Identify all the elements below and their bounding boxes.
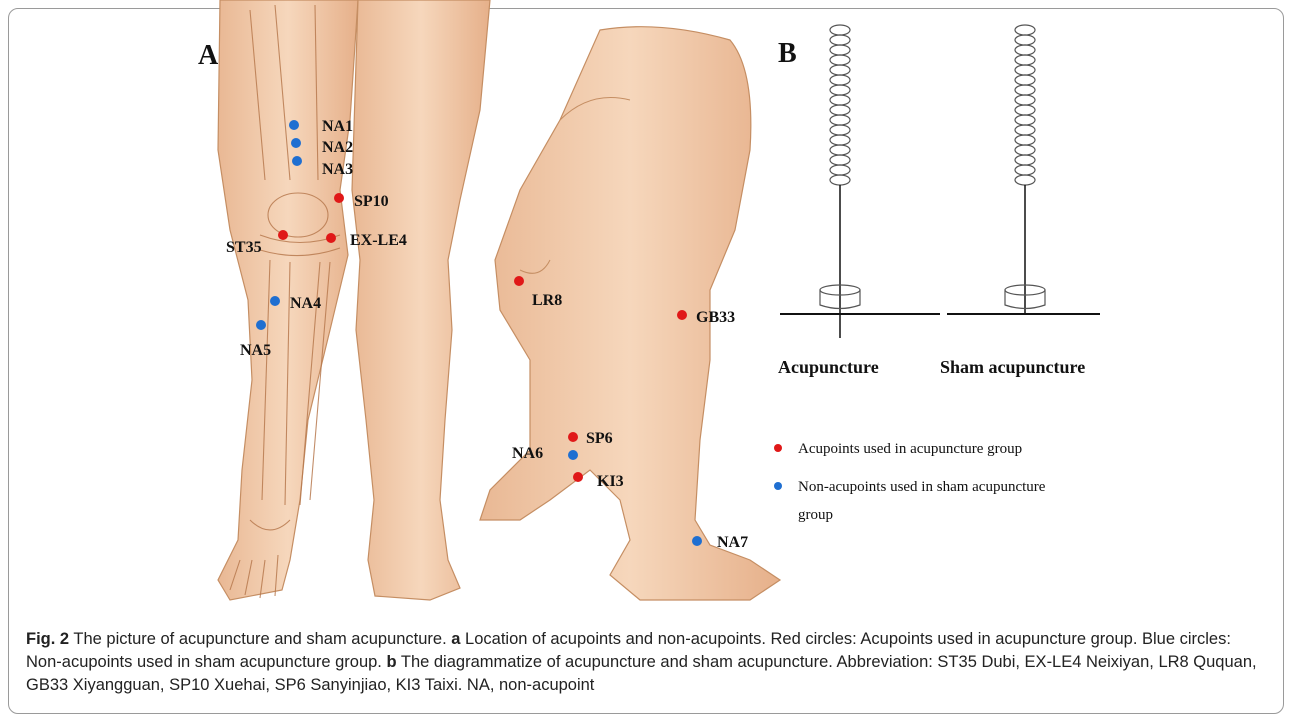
figure-caption: Fig. 2 The picture of acupuncture and sh… [26, 628, 1266, 697]
acupoint-na2-label: NA2 [322, 139, 353, 156]
legend-red-dot [774, 444, 782, 452]
acupoint-na5-dot [256, 320, 266, 330]
needle-handle-coil [1015, 25, 1035, 185]
acupoint-na6-dot [568, 450, 578, 460]
acupoint-na3-label: NA3 [322, 161, 353, 178]
acupoint-na6-label: NA6 [512, 445, 543, 462]
acupoint-exle4-label: EX-LE4 [350, 232, 407, 249]
figure-svg: NA1 NA2 NA3 SP10 ST35 EX-LE4 NA4 NA5 LR8… [190, 0, 1292, 610]
acupoint-exle4-dot [326, 233, 336, 243]
acupoint-gb33-dot [677, 310, 687, 320]
acupoint-st35-dot [278, 230, 288, 240]
acupoint-sp6-label: SP6 [586, 430, 613, 447]
acupoint-st35-label: ST35 [226, 239, 262, 256]
sham-needle [947, 25, 1100, 314]
legend-red-label: Acupoints used in acupuncture group [798, 441, 1022, 457]
legend-blue-label-line1: Non-acupoints used in sham acupuncture [798, 479, 1046, 495]
caption-b-label: b [386, 653, 396, 671]
front-legs-illustration [218, 0, 490, 600]
acupuncture-needle [780, 25, 940, 338]
legend-blue-dot [774, 482, 782, 490]
figure-illustration: NA1 NA2 NA3 SP10 ST35 EX-LE4 NA4 NA5 LR8… [190, 0, 1292, 610]
acupoint-na4-dot [270, 296, 280, 306]
acupoint-gb33-label: GB33 [696, 309, 735, 326]
caption-fig-label: Fig. 2 [26, 630, 69, 648]
acupuncture-caption-label: Acupuncture [778, 357, 879, 377]
acupoint-na2-dot [291, 138, 301, 148]
acupoint-na5-label: NA5 [240, 342, 271, 359]
legend: Acupoints used in acupuncture group Non-… [774, 441, 1046, 523]
acupoint-na1-label: NA1 [322, 118, 353, 135]
panel-a-letter: A [198, 40, 218, 72]
acupoint-na3-dot [292, 156, 302, 166]
needle-handle-coil [830, 25, 850, 185]
acupoint-sp6-dot [568, 432, 578, 442]
acupoint-sp10-dot [334, 193, 344, 203]
sham-acupuncture-caption-label: Sham acupuncture [940, 357, 1085, 377]
acupoint-na7-dot [692, 536, 702, 546]
acupoint-sp10-label: SP10 [354, 193, 389, 210]
caption-intro: The picture of acupuncture and sham acup… [69, 630, 451, 648]
acupoint-na1-dot [289, 120, 299, 130]
acupoint-na4-label: NA4 [290, 295, 321, 312]
panel-b-letter: B [778, 38, 797, 70]
acupoint-ki3-dot [573, 472, 583, 482]
legend-blue-label-line2: group [798, 507, 833, 523]
acupoint-na7-label: NA7 [717, 534, 748, 551]
acupoint-lr8-dot [514, 276, 524, 286]
acupoint-lr8-label: LR8 [532, 292, 562, 309]
acupoint-ki3-label: KI3 [597, 473, 624, 490]
